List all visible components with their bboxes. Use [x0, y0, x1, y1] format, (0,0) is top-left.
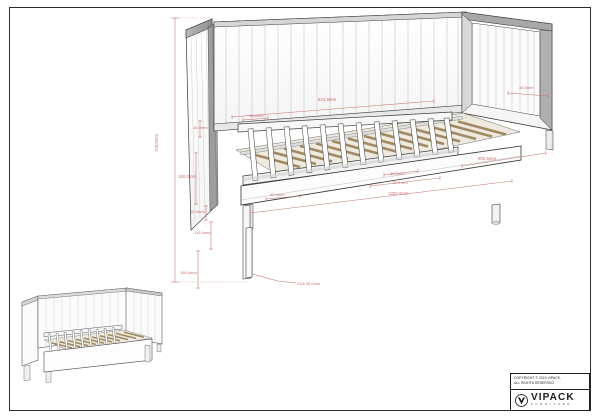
dim-leader-leg-callout	[251, 273, 297, 284]
dim-label-leg-callout: CLA 45,0mm	[297, 281, 321, 286]
vipack-v-logo-icon	[515, 393, 528, 407]
dimension-labels: 720,0mm 45,0mm 834,9mm 45,0mm 46,0mm 180…	[154, 85, 534, 286]
copyright-notice: COPYRIGHT © 2024 VIPACK, ALL RIGHTS RESE…	[511, 374, 589, 390]
dim-label-slat-width: 59,0mm	[390, 171, 405, 176]
dim-label-floor-to-base: 160,0mm	[180, 270, 197, 275]
inset-perspective-view	[21, 287, 163, 383]
front-safety-rail	[237, 111, 459, 186]
main-view-geometry	[185, 11, 554, 280]
dim-line-baluster-spacing	[265, 195, 301, 200]
dim-line-top-panel-length	[231, 100, 435, 118]
dim-label-baluster-spacing: 59,9mm	[270, 192, 285, 197]
dim-label-base-length: 1350,0mm	[388, 191, 409, 196]
dim-label-overall-height: 720,0mm	[154, 134, 159, 152]
left-head-panel	[185, 18, 219, 231]
dim-label-slat-pitch: 75,0 mm	[392, 180, 408, 185]
dim-label-front-rail-offset: 45,0mm	[249, 113, 264, 118]
dim-label-panel-thickness: 46,0mm	[519, 85, 534, 90]
brand-name: VIPACK	[531, 392, 575, 404]
dim-line-slat-pitch	[369, 177, 441, 187]
copyright-line-2: ALL RIGHTS RESERVED	[514, 380, 554, 385]
brand-subtitle: F U R N I T U R E	[531, 403, 571, 407]
dim-line-base-width	[461, 152, 547, 167]
brand-text: VIPACK F U R N I T U R E	[531, 393, 575, 407]
dim-label-top-rail: 45,0mm	[193, 125, 208, 130]
dim-label-leg-clearance: 115,0mm	[194, 230, 211, 235]
dim-line-base-length	[249, 180, 513, 214]
title-block: COPYRIGHT © 2024 VIPACK, ALL RIGHTS RESE…	[510, 373, 590, 411]
center-support-leg	[245, 227, 253, 278]
dim-line-slat-width	[383, 170, 419, 176]
dim-label-top-panel-length: 834,9mm	[318, 97, 336, 102]
dim-label-base-width: 900,5mm	[478, 156, 496, 161]
brand-logo-block: VIPACK F U R N I T U R E	[511, 390, 589, 410]
front-apron	[240, 145, 522, 206]
copyright-line-1: COPYRIGHT © 2024 VIPACK,	[514, 376, 562, 380]
dim-line-front-rail-offset	[242, 117, 269, 121]
right-end-panel	[461, 11, 553, 131]
dim-label-side-panel-height: 180,0mm	[178, 174, 196, 179]
dim-label-lower-rail: 45,0mm	[190, 209, 205, 214]
dim-line-panel-thickness	[507, 92, 549, 97]
dimension-annotations	[171, 17, 553, 289]
